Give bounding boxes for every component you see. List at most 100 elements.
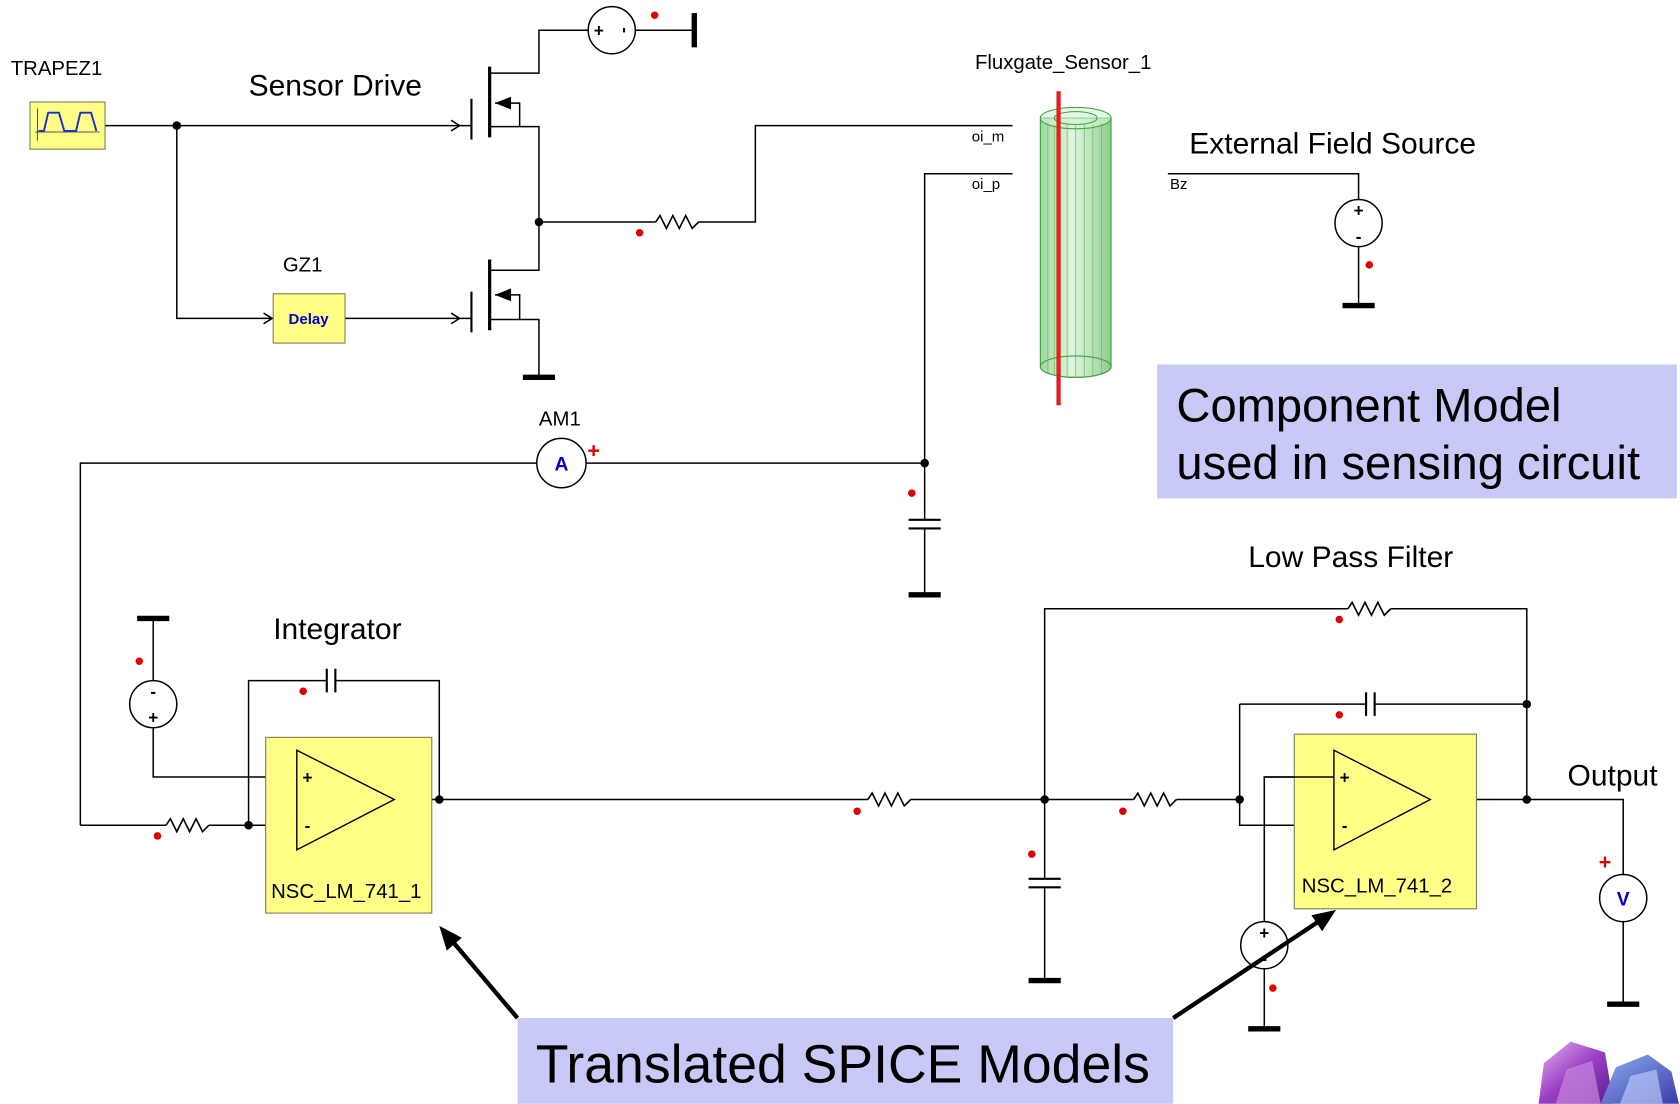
opamp-1-label: NSC_LM_741_1 — [271, 881, 421, 903]
probe-marker — [635, 228, 644, 237]
wires — [79, 29, 1624, 1029]
wire-opamp2-plus-over-box — [1263, 776, 1334, 922]
resistor-filter-input — [1132, 792, 1178, 807]
plus-sign: + — [1354, 201, 1364, 221]
spice-callout-text: Translated SPICE Models — [536, 1035, 1150, 1094]
opamp-triangle — [1333, 749, 1432, 852]
wire-branch-to-delay — [176, 125, 274, 320]
field-source-title: External Field Source — [1189, 127, 1476, 160]
resistor-filter-feedback — [1347, 601, 1392, 617]
resistor-coupling — [867, 792, 912, 807]
capacitor-filter-feedback — [1365, 692, 1376, 716]
probe-marker — [1269, 984, 1277, 992]
opamp-2-label: NSC_LM_741_2 — [1302, 876, 1452, 898]
resistor-drive — [654, 214, 700, 230]
minus-sign: - — [615, 27, 635, 33]
junction-dot — [1235, 795, 1244, 804]
supply-voltage-source: + - — [587, 5, 637, 55]
trapezoid-source-block — [29, 101, 106, 150]
junction-dot — [920, 458, 929, 468]
junction-dot — [435, 795, 444, 804]
lower-mosfet — [470, 259, 512, 333]
upper-mosfet — [470, 66, 512, 140]
probe-marker — [1119, 807, 1127, 816]
wire-filter-feedback-r-right — [1390, 608, 1528, 800]
callout-line-1: Component Model — [1176, 378, 1561, 431]
gate-input-arrow — [450, 119, 462, 132]
minus-sign: - — [1356, 226, 1362, 246]
pin-oi-p-label: oi_p — [972, 176, 1000, 193]
wire-integrator-feedback-right — [335, 679, 441, 800]
opamp-1: + - NSC_LM_741_1 — [265, 736, 433, 914]
body-arrow-icon — [495, 96, 512, 110]
capacitor-integrator — [325, 668, 337, 693]
capacitors — [325, 518, 1376, 889]
plus-sign: + — [148, 707, 158, 727]
arrow-to-opamp-2 — [1172, 918, 1322, 1020]
wire-upper-drain — [489, 29, 589, 74]
wire-resistor-to-oi-m — [698, 124, 1013, 223]
junction-dot — [172, 121, 182, 130]
reference-voltage-source: + - — [1239, 920, 1289, 970]
opamp-2: + - NSC_LM_741_2 — [1293, 733, 1477, 910]
gate-input-arrow — [450, 312, 462, 325]
voltmeter: V + — [1599, 850, 1648, 923]
capacitor-sense — [908, 518, 941, 530]
component-model-callout: Component Model used in sensing circuit — [1157, 364, 1677, 499]
fluxgate-sensor-coil — [1039, 91, 1112, 406]
wire-bz — [1167, 173, 1360, 200]
wire-lower-source — [489, 318, 540, 378]
probe-marker — [650, 11, 659, 19]
ammeter-polarity: + — [587, 439, 600, 463]
sensor-drive-title: Sensor Drive — [249, 70, 422, 103]
waveform-axis — [35, 108, 100, 141]
pin-oi-m-label: oi_m — [972, 129, 1005, 146]
arrowhead-icon — [1311, 909, 1337, 932]
minus-input-sign: - — [305, 816, 311, 836]
wire-oi-p — [923, 173, 1013, 520]
delay-block: Delay — [272, 293, 346, 344]
probe-marker — [1365, 261, 1374, 269]
bias-voltage-source: - + — [128, 679, 178, 729]
junction-dot — [534, 217, 544, 227]
probe-marker — [1335, 615, 1344, 624]
grounds — [137, 13, 1640, 1032]
field-voltage-source: + - — [1334, 198, 1383, 248]
minus-input-sign: - — [1342, 816, 1348, 836]
filter-title: Low Pass Filter — [1248, 541, 1453, 574]
probe-marker — [908, 489, 916, 497]
junction-dot — [1040, 795, 1049, 804]
sensor-name-label: Fluxgate_Sensor_1 — [975, 52, 1151, 74]
delay-input-arrow — [263, 312, 274, 325]
probe-marker — [299, 687, 307, 696]
plus-input-sign: + — [302, 767, 312, 787]
spice-models-callout: Translated SPICE Models — [517, 1018, 1174, 1104]
corner-logo — [1538, 1041, 1679, 1104]
probe-marker — [153, 832, 162, 840]
junction-dot — [244, 820, 253, 830]
probe-marker — [135, 657, 144, 666]
plus-input-sign: + — [1340, 767, 1350, 787]
bz-pin-label: Bz — [1170, 176, 1188, 193]
minus-sign: - — [150, 682, 156, 702]
callout-arrows — [439, 909, 1337, 1020]
output-title: Output — [1568, 760, 1659, 793]
ammeter-symbol: A — [554, 455, 568, 476]
wire-upper-source-lower-drain — [489, 125, 540, 271]
voltmeter-polarity: + — [1599, 850, 1612, 874]
wire-ammeter-left — [79, 462, 537, 826]
plus-sign: + — [1259, 923, 1269, 943]
wire-output — [1430, 798, 1624, 875]
callout-line-2: used in sensing circuit — [1176, 436, 1640, 489]
trapezoid-waveform-icon — [38, 111, 98, 132]
wire-filter-feedback-r-left — [1043, 608, 1348, 800]
integrator-title: Integrator — [273, 613, 401, 646]
probe-marker — [1028, 850, 1036, 858]
wire-bias-source-to-plus — [152, 727, 297, 778]
ammeter: A + — [536, 437, 600, 489]
probe-marker — [853, 807, 861, 816]
trapez-source-label: TRAPEZ1 — [11, 58, 103, 80]
junction-dot — [1522, 699, 1532, 709]
opamp-triangle — [296, 749, 396, 852]
